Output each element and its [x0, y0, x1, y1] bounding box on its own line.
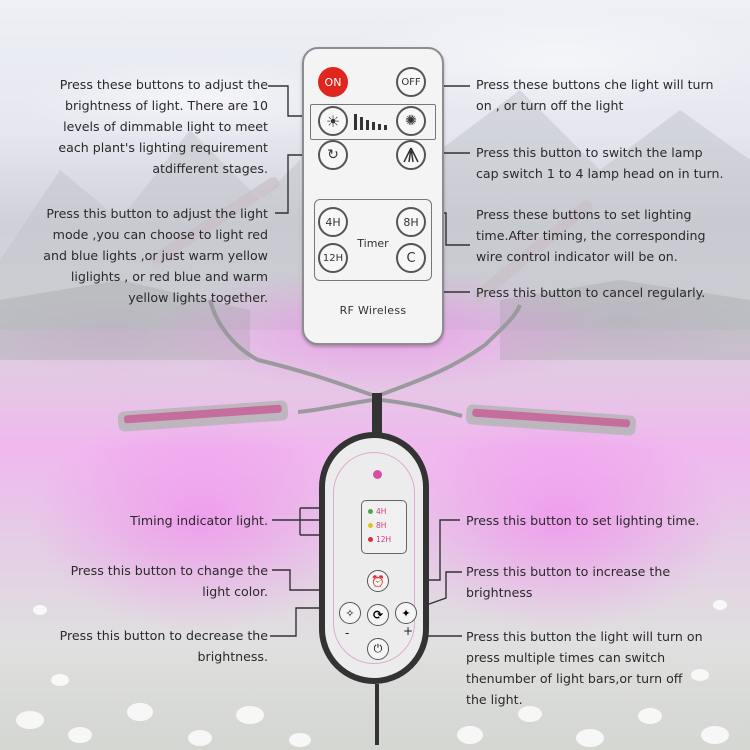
- color-cycle-icon: ⟳: [372, 608, 384, 622]
- remote-8h-button[interactable]: 8H: [396, 207, 426, 237]
- timer-label: Timer: [357, 237, 389, 250]
- plus-label: +: [403, 624, 414, 638]
- light-bar-right: [465, 404, 637, 436]
- remote-brightness-up-button[interactable]: ☀: [318, 106, 348, 136]
- brightness-level-icon: [354, 114, 387, 130]
- indicator-8h: 8H: [368, 521, 386, 530]
- annotation-set-time-remote: Press these buttons to set lighting time…: [476, 207, 706, 264]
- bulb-dim-icon: ✧: [345, 606, 355, 620]
- annotation-light-mode: Press this button to adjust the light mo…: [43, 206, 268, 305]
- light-bar-upper-right: [473, 200, 593, 302]
- lamp-heads-icon: [403, 147, 419, 163]
- remote-off-button[interactable]: OFF: [396, 67, 426, 97]
- controller-color-button[interactable]: ⟳: [367, 604, 389, 626]
- controller-increase-button[interactable]: ✦: [395, 602, 417, 624]
- light-bar-left: [117, 400, 289, 432]
- sun-dim-icon: ✺: [405, 113, 417, 129]
- remote-cancel-button[interactable]: C: [396, 243, 426, 273]
- light-bar-upper-left: [150, 177, 280, 265]
- annotation-increase-brightness: Press this button to increase the bright…: [466, 564, 671, 600]
- clock-icon: ⏰: [371, 574, 385, 588]
- controller-status-led: [373, 470, 382, 479]
- power-icon: ⏻: [373, 642, 383, 655]
- indicator-12h: 12H: [368, 535, 391, 544]
- remote-on-button[interactable]: ON: [318, 67, 348, 97]
- remote-12h-button[interactable]: 12H: [318, 243, 348, 273]
- remote-control: ON OFF ☀ ✺ ↻ 4H 8H 12H C Timer: [302, 47, 444, 345]
- remote-mode-button[interactable]: ↻: [318, 140, 348, 170]
- bulb-bright-icon: ✦: [401, 606, 411, 620]
- inline-controller: 4H 8H 12H ⏰ ✧ ⟳ ✦ - + ⏻: [319, 432, 429, 684]
- remote-4h-button[interactable]: 4H: [318, 207, 348, 237]
- controller-timer-button[interactable]: ⏰: [367, 570, 389, 592]
- annotation-timing-indicator: Timing indicator light.: [130, 513, 268, 528]
- annotation-power-controller: Press this button the light will turn on…: [466, 629, 703, 707]
- annotation-on-off: Press these buttons che light will turn …: [476, 77, 714, 113]
- annotation-set-time-controller: Press this button to set lighting time.: [466, 513, 700, 528]
- brightness-panel: [310, 104, 436, 140]
- annotation-cancel-timer: Press this button to cancel regularly.: [476, 285, 706, 300]
- annotation-change-color: Press this button to change the light co…: [70, 563, 268, 599]
- annotation-brightness-remote: Press these buttons to adjust the bright…: [58, 77, 268, 176]
- remote-lamp-switch-button[interactable]: [396, 140, 426, 170]
- controller-decrease-button[interactable]: ✧: [339, 602, 361, 624]
- controller-power-button[interactable]: ⏻: [367, 638, 389, 660]
- annotation-decrease-brightness: Press this button to decrease the bright…: [59, 628, 268, 664]
- cycle-icon: ↻: [327, 147, 339, 163]
- rf-wireless-label: RF Wireless: [339, 304, 407, 317]
- annotation-lamp-switch: Press this button to switch the lamp cap…: [476, 145, 724, 181]
- timer-panel: [314, 199, 432, 281]
- timing-indicator-panel: 4H 8H 12H: [361, 500, 407, 554]
- sun-bright-icon: ☀: [325, 111, 341, 131]
- minus-label: -: [345, 626, 350, 640]
- controller-ring: [333, 452, 415, 664]
- remote-brightness-down-button[interactable]: ✺: [396, 106, 426, 136]
- indicator-4h: 4H: [368, 507, 386, 516]
